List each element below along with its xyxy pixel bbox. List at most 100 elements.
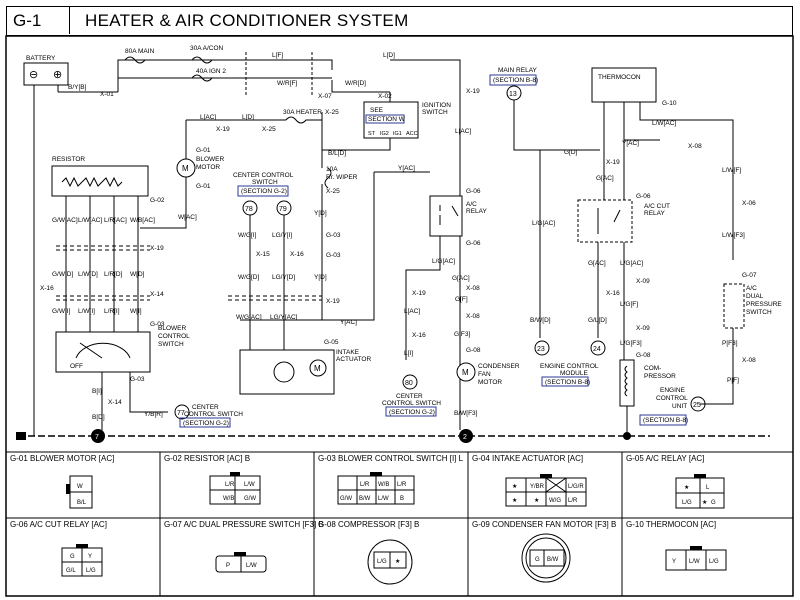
- connector-g10: Y L/W L/G: [665, 546, 727, 571]
- svg-text:★: ★: [534, 497, 539, 504]
- svg-text:ST: ST: [368, 131, 376, 137]
- svg-text:G[AC]: G[AC]: [452, 275, 470, 282]
- svg-text:B[D]: B[D]: [92, 414, 105, 421]
- svg-text:L/W[F]: L/W[F]: [722, 167, 741, 174]
- svg-text:X-08: X-08: [688, 143, 702, 150]
- svg-text:X-19: X-19: [606, 159, 620, 166]
- svg-text:THERMOCON: THERMOCON: [598, 74, 641, 81]
- svg-text:G-01: G-01: [196, 147, 211, 154]
- svg-text:MOTOR: MOTOR: [478, 379, 502, 386]
- svg-text:78: 78: [245, 206, 253, 213]
- svg-text:L/W: L/W: [244, 482, 255, 488]
- svg-text:X-16: X-16: [606, 290, 620, 297]
- svg-text:G-06: G-06: [466, 240, 481, 247]
- connector-g05-title: G-05 A/C RELAY [AC]: [626, 454, 705, 463]
- svg-text:B/L[D]: B/L[D]: [328, 150, 346, 157]
- svg-text:G/W: G/W: [340, 496, 352, 502]
- svg-text:79: 79: [279, 206, 287, 213]
- circle-25: 25: [690, 396, 706, 412]
- svg-text:★: ★: [512, 497, 517, 504]
- svg-text:77: 77: [177, 410, 185, 417]
- engine-control-unit: ENGINE CONTROL UNIT (SECTION B-8): [639, 387, 688, 426]
- svg-text:G/W[I]: G/W[I]: [52, 308, 71, 315]
- svg-text:W/G: W/G: [549, 498, 561, 504]
- svg-text:W/G[AC]: W/G[AC]: [236, 314, 262, 321]
- svg-text:G[AC]: G[AC]: [596, 175, 614, 182]
- svg-text:B/W: B/W: [359, 496, 371, 502]
- svg-text:L/R[D]: L/R[D]: [104, 271, 123, 278]
- connector-g01-title: G-01 BLOWER MOTOR [AC]: [10, 454, 115, 463]
- connector-g09-title: G-09 CONDENSER FAN MOTOR [F3] B: [472, 520, 617, 529]
- svg-text:L/W: L/W: [378, 496, 389, 502]
- svg-text:L/R[I]: L/R[I]: [104, 308, 120, 315]
- svg-text:L/G: L/G: [682, 500, 692, 506]
- svg-text:SWITCH: SWITCH: [746, 309, 772, 316]
- svg-text:PRESSOR: PRESSOR: [644, 373, 676, 380]
- connector-g07: P L/W: [215, 552, 267, 573]
- svg-text:(SECTION B-8): (SECTION B-8): [643, 417, 688, 424]
- svg-text:30A A/CON: 30A A/CON: [190, 45, 224, 52]
- svg-text:M: M: [182, 164, 189, 173]
- svg-text:G-08: G-08: [466, 347, 481, 354]
- svg-text:X-08: X-08: [466, 313, 480, 320]
- svg-text:(SECTION G-2): (SECTION G-2): [241, 188, 287, 195]
- svg-text:2: 2: [463, 434, 467, 441]
- connector-g04: ★ Y/BR L/G/R ★ ★ W/G L/R: [505, 474, 587, 507]
- svg-text:80A MAIN: 80A MAIN: [125, 48, 155, 55]
- svg-text:B/W: B/W: [547, 557, 559, 563]
- svg-text:W/G[I]: W/G[I]: [238, 232, 257, 239]
- svg-text:INTAKE: INTAKE: [336, 349, 360, 356]
- svg-text:G: G: [711, 500, 716, 506]
- svg-text:24: 24: [593, 346, 601, 353]
- svg-text:X-08: X-08: [466, 285, 480, 292]
- svg-text:L/W[D]: L/W[D]: [78, 271, 98, 278]
- svg-text:W/B[AC]: W/B[AC]: [130, 217, 155, 224]
- svg-text:ENGINE CONTROL: ENGINE CONTROL: [540, 363, 599, 370]
- center-control-switch-mid: CENTER CONTROL SWITCH (SECTION G-2): [382, 393, 441, 417]
- svg-text:L/G: L/G: [377, 559, 387, 565]
- circle-2: 2: [459, 429, 473, 443]
- battery-neg: ⊖: [29, 69, 38, 81]
- svg-text:10A: 10A: [326, 166, 338, 173]
- connector-g08-title: G-08 COMPRESSOR [F3] B: [318, 520, 420, 529]
- svg-text:L/R: L/R: [360, 482, 370, 488]
- svg-text:40A IGN 2: 40A IGN 2: [196, 68, 226, 75]
- svg-text:X-09: X-09: [636, 325, 650, 332]
- circle-24: 24: [590, 340, 606, 356]
- svg-text:L[I]: L[I]: [404, 350, 413, 357]
- svg-text:23: 23: [537, 346, 545, 353]
- connector-g02: L/R L/W W/B G/W: [209, 472, 261, 505]
- svg-text:W/G[D]: W/G[D]: [238, 274, 259, 281]
- svg-text:P[F]: P[F]: [727, 377, 739, 384]
- svg-text:MAIN RELAY: MAIN RELAY: [498, 67, 538, 74]
- svg-text:M: M: [314, 364, 321, 373]
- svg-text:G[D]: G[D]: [564, 149, 578, 156]
- svg-text:LG/Y[I]: LG/Y[I]: [272, 232, 292, 239]
- circle-23: 23: [534, 340, 550, 356]
- svg-text:L/W[AC]: L/W[AC]: [652, 120, 676, 127]
- svg-text:A/C: A/C: [746, 285, 757, 292]
- connector-g01: W B/L: [66, 475, 93, 509]
- condenser-fan-motor: M CONDENSER FAN MOTOR: [456, 362, 520, 386]
- section-id: G-1: [7, 7, 70, 34]
- svg-text:L/R: L/R: [225, 482, 235, 488]
- svg-text:L/W: L/W: [689, 559, 700, 565]
- svg-text:G-03: G-03: [326, 252, 341, 259]
- svg-text:W/B: W/B: [378, 482, 389, 488]
- svg-text:SWITCH: SWITCH: [158, 341, 184, 348]
- svg-text:CONTROL: CONTROL: [656, 395, 688, 402]
- svg-text:LG/Y[AC]: LG/Y[AC]: [270, 314, 298, 321]
- svg-text:G-03: G-03: [150, 321, 165, 328]
- connector-g04-title: G-04 INTAKE ACTUATOR [AC]: [472, 454, 584, 463]
- svg-text:X-02: X-02: [378, 93, 392, 100]
- svg-text:L: L: [706, 485, 710, 491]
- svg-text:X-25: X-25: [326, 188, 340, 195]
- svg-text:X-25: X-25: [325, 109, 339, 116]
- svg-text:A/C: A/C: [466, 201, 477, 208]
- svg-text:G[AC]: G[AC]: [588, 260, 606, 267]
- connector-g10-title: G-10 THERMOCON [AC]: [626, 520, 717, 529]
- svg-text:X-16: X-16: [412, 332, 426, 339]
- ac-cut-relay: A/C CUT RELAY G-06: [577, 193, 670, 243]
- svg-text:W/R[D]: W/R[D]: [345, 80, 366, 87]
